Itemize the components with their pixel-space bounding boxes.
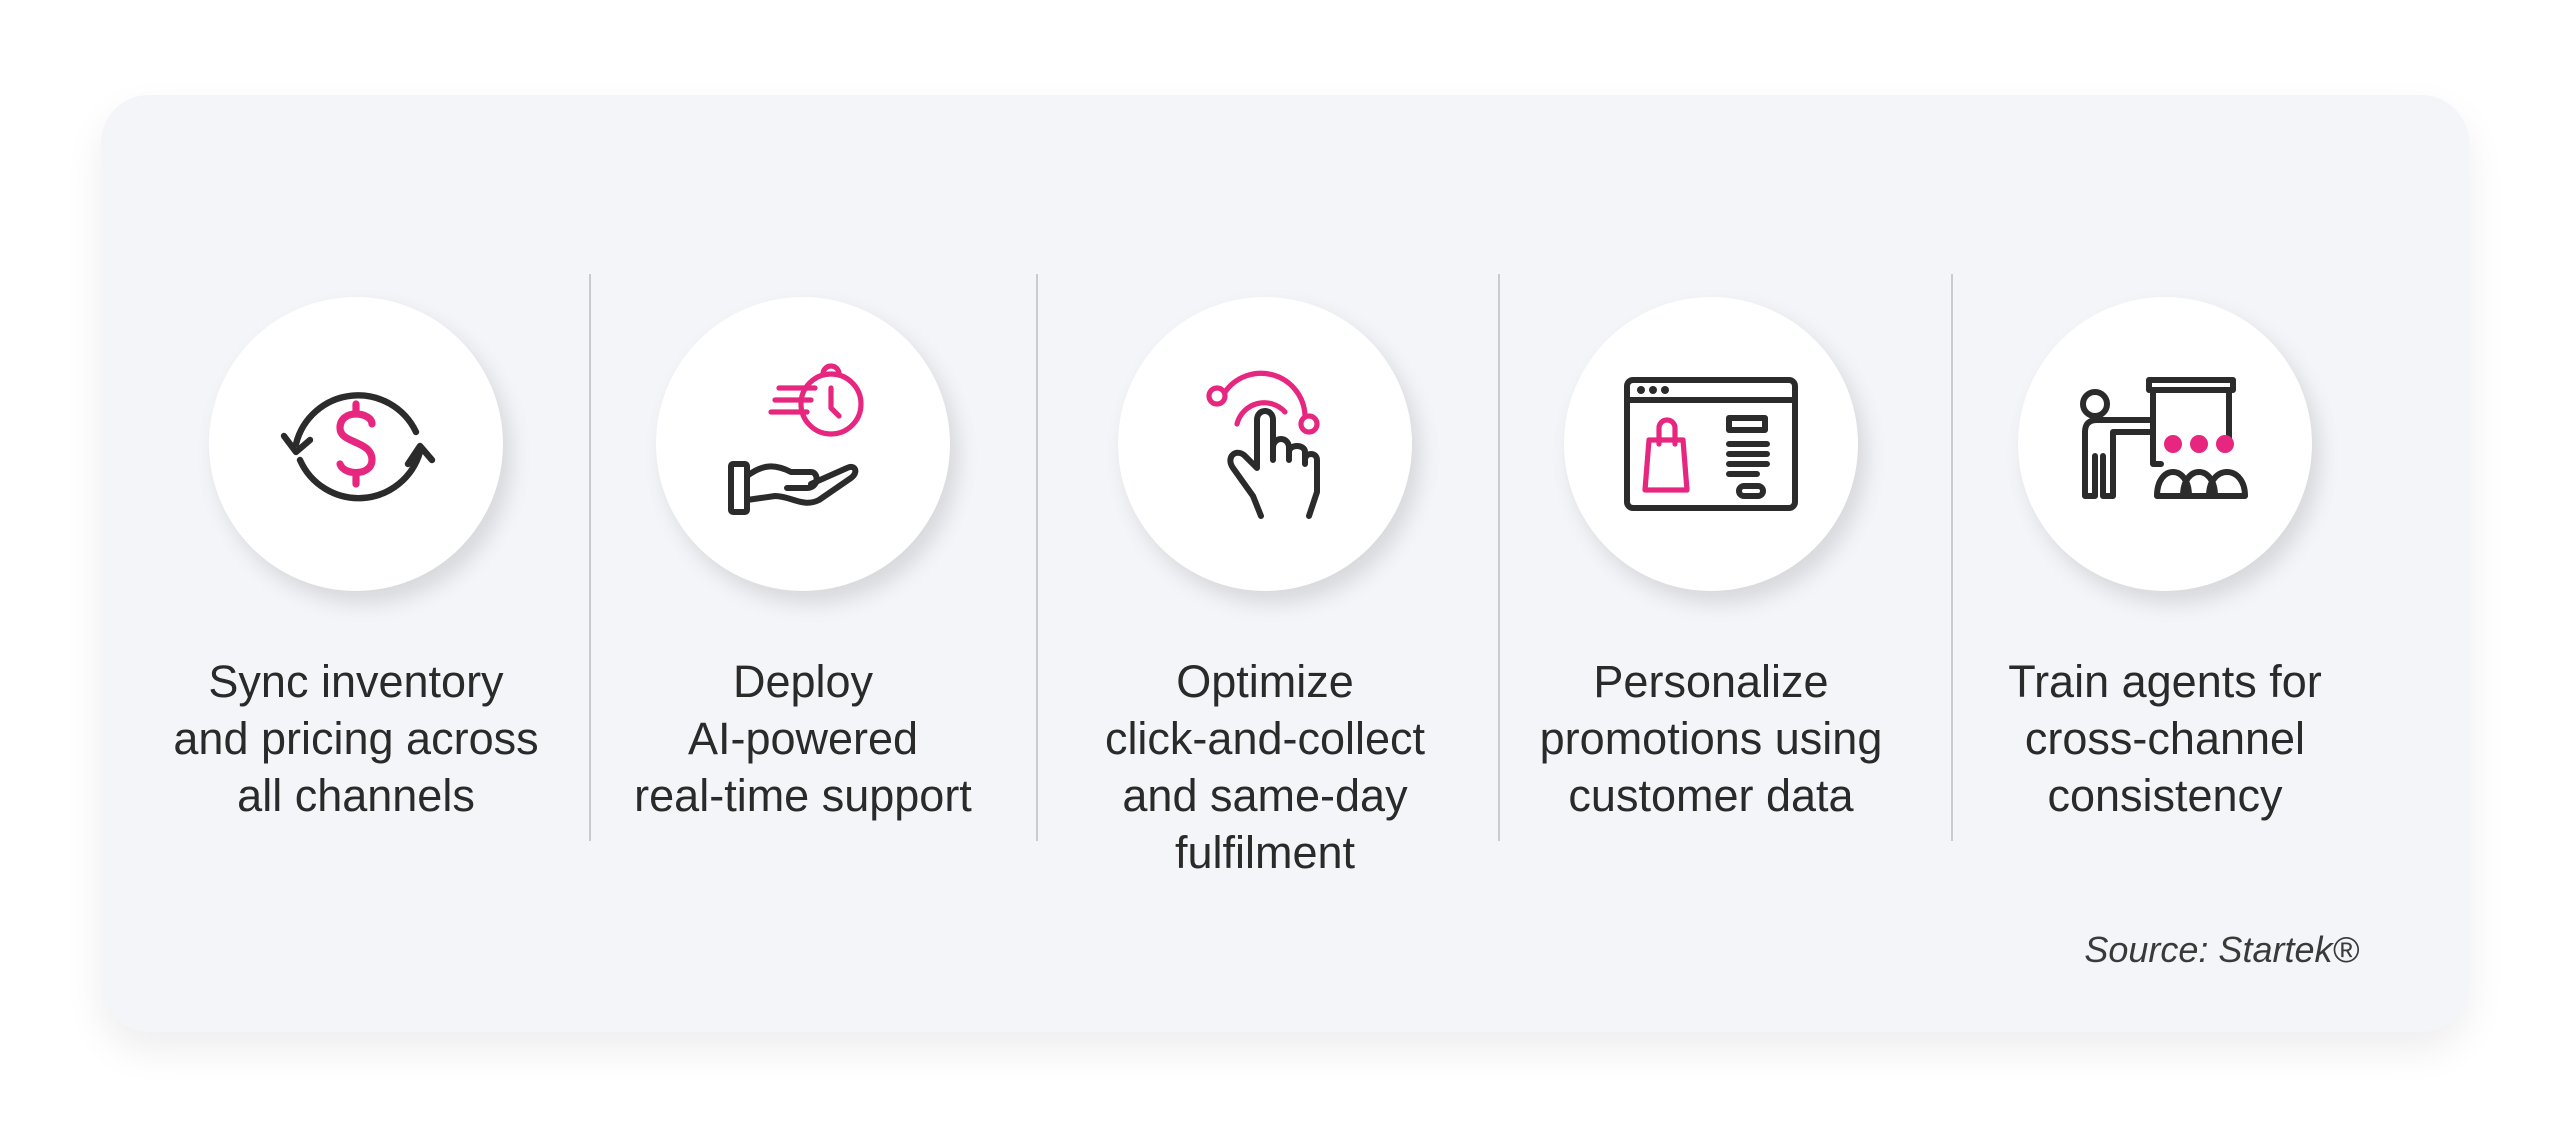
- hand-stopwatch-icon: [728, 363, 864, 515]
- icon-circle: [1564, 297, 1858, 591]
- label-line: Deploy: [732, 656, 874, 707]
- label-line: Sync inventory: [208, 656, 504, 707]
- label-line: and same-day: [1122, 770, 1408, 821]
- label-line: Optimize: [1176, 656, 1354, 707]
- icon-circle: [2018, 297, 2312, 591]
- label-line: and pricing across: [173, 713, 539, 764]
- step-label: Sync inventory and pricing across all ch…: [136, 653, 576, 824]
- infographic-card: Sync inventory and pricing across all ch…: [101, 95, 2469, 1032]
- label-line: AI-powered: [687, 713, 919, 764]
- label-line: cross-channel: [2024, 713, 2306, 764]
- label-line: customer data: [1568, 770, 1854, 821]
- divider: [589, 274, 591, 841]
- label-line: consistency: [2047, 770, 2283, 821]
- browser-shopping-bag-icon: [1624, 377, 1798, 511]
- divider: [1036, 274, 1038, 841]
- icon-circle: [656, 297, 950, 591]
- label-line: Train agents for: [2008, 656, 2322, 707]
- source-note: Source: Startek®: [2084, 929, 2359, 970]
- label-line: all channels: [237, 770, 475, 821]
- label-line: promotions using: [1539, 713, 1883, 764]
- icon-circle: [209, 297, 503, 591]
- dollar-sync-icon: [280, 392, 436, 502]
- icon-circle: [1118, 297, 1412, 591]
- step-label: Optimize click-and-collect and same-day …: [1045, 653, 1485, 881]
- label-line: fulfilment: [1174, 827, 1356, 878]
- divider: [1951, 274, 1953, 841]
- step-label: Personalize promotions using customer da…: [1491, 653, 1931, 824]
- divider: [1498, 274, 1500, 841]
- label-line: click-and-collect: [1104, 713, 1426, 764]
- label-line: Personalize: [1593, 656, 1829, 707]
- label-line: real-time support: [634, 770, 972, 821]
- tap-finger-icon: [1206, 370, 1320, 519]
- trainer-presentation-icon: [2080, 377, 2248, 499]
- step-label: Train agents for cross-channel consisten…: [1945, 653, 2385, 824]
- step-label: Deploy AI-powered real-time support: [583, 653, 1023, 824]
